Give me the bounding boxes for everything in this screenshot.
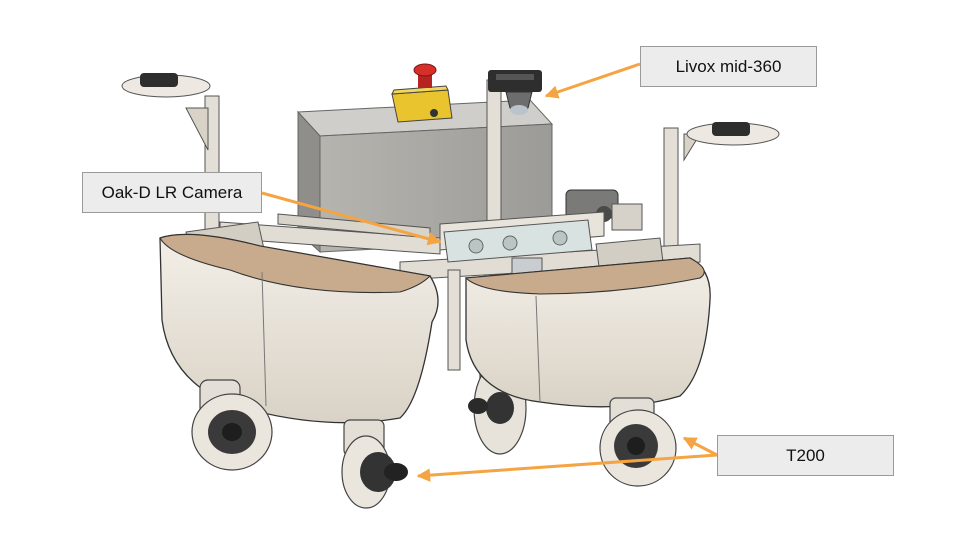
thruster-icon <box>599 397 677 487</box>
lidar-sensor-icon <box>488 70 542 115</box>
callout-t200: T200 <box>717 435 894 476</box>
arrow-livox <box>544 62 641 99</box>
stereo-camera-icon <box>443 219 593 275</box>
right-hull <box>464 257 711 408</box>
left-mast <box>121 73 220 233</box>
estop-icon <box>391 63 453 123</box>
arrow-t200-left <box>416 453 718 482</box>
arrow-t200-right <box>682 436 718 457</box>
leader-arrows <box>261 62 718 482</box>
callout-oak-d-lr-camera: Oak-D LR Camera <box>82 172 262 213</box>
callout-livox-mid-360: Livox mid-360 <box>640 46 817 87</box>
lidar-mast <box>486 79 502 233</box>
right-mast <box>663 122 780 247</box>
arrow-oak <box>261 191 442 246</box>
thruster-icon <box>191 379 273 471</box>
motor-unit <box>565 189 643 231</box>
thruster-icon <box>341 419 408 509</box>
